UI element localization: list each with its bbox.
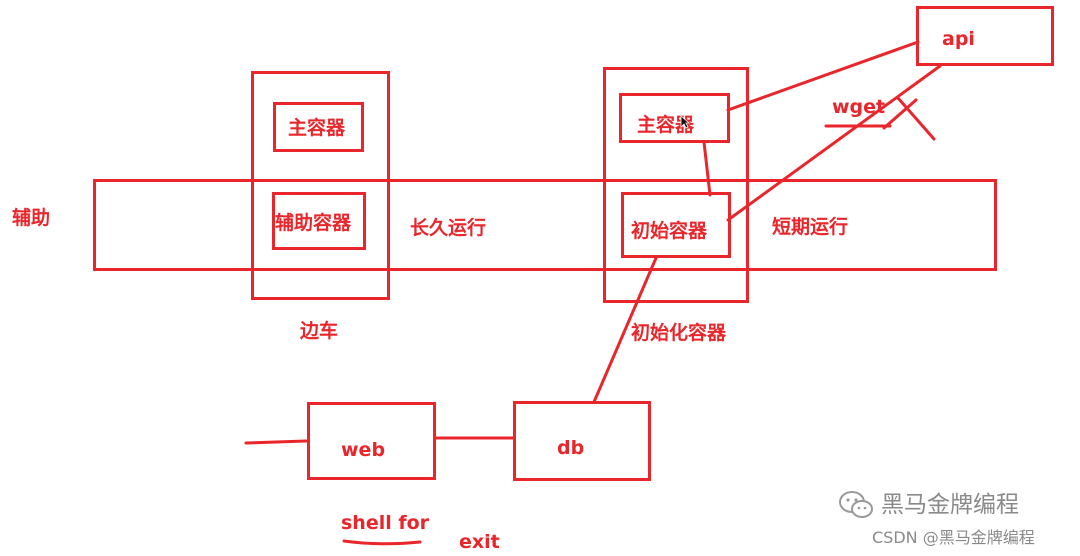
shell-for-underline	[342, 539, 422, 546]
sidecar-helper-container-box	[272, 192, 366, 250]
watermark-brand: 黑马金牌编程	[881, 492, 1019, 518]
init-main-container-label: 主容器	[637, 114, 695, 136]
api-label: api	[942, 28, 975, 50]
sidecar-helper-container-label: 辅助容器	[275, 212, 352, 234]
init-pod-box	[603, 67, 749, 303]
sidecar-main-container-label: 主容器	[288, 117, 346, 139]
exit-label: exit	[459, 531, 500, 553]
sidecar-main-container-box	[273, 102, 364, 152]
init-main-container-box	[619, 93, 730, 143]
db-label: db	[557, 437, 585, 459]
line-init-container-to-db	[592, 256, 658, 404]
init-caption: 初始化容器	[631, 322, 727, 344]
sidecar-caption: 边车	[300, 320, 339, 342]
wechat-icon	[839, 491, 873, 518]
web-label: web	[341, 439, 386, 461]
wget-strike-1	[896, 96, 936, 141]
init-container-box	[621, 192, 731, 258]
band-left-label: 辅助	[12, 207, 51, 229]
line-init-container-to-api	[726, 64, 942, 222]
init-container-label: 初始容器	[631, 220, 708, 242]
line-web-lead	[244, 439, 308, 445]
api-box	[916, 6, 1054, 66]
mouse-pointer-icon	[680, 115, 690, 129]
sidecar-pod-box	[251, 71, 390, 300]
line-init-main-to-api	[726, 40, 920, 112]
wget-strike-2	[882, 98, 918, 130]
watermark-footer: CSDN @黑马金牌编程	[872, 528, 1035, 547]
long-running-label: 长久运行	[410, 217, 487, 239]
db-box	[513, 401, 651, 481]
wget-label: wget	[832, 96, 886, 118]
helper-band	[93, 179, 997, 271]
line-init-main-to-init-container	[702, 140, 712, 197]
shell-for-label: shell for	[341, 512, 430, 534]
web-box	[307, 402, 436, 480]
short-running-label: 短期运行	[772, 216, 849, 238]
